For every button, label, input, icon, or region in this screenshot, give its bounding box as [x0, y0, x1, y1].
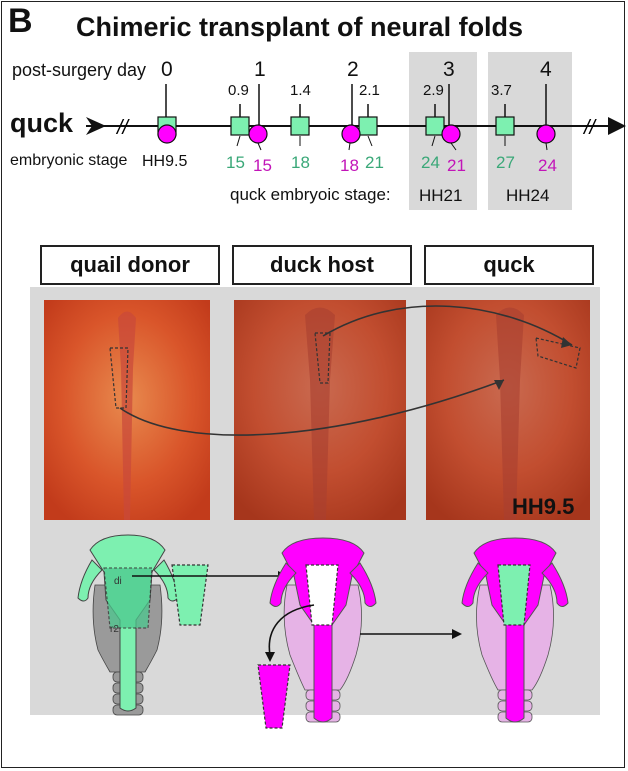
- quail-graft-piece: [172, 565, 208, 625]
- diagram-label-r2: r2: [110, 624, 119, 635]
- diagram-label-di: di: [114, 576, 122, 587]
- duck-removed-piece: [258, 665, 290, 728]
- quck-schematic: [462, 538, 568, 722]
- donor-schematic: di r2: [78, 535, 178, 715]
